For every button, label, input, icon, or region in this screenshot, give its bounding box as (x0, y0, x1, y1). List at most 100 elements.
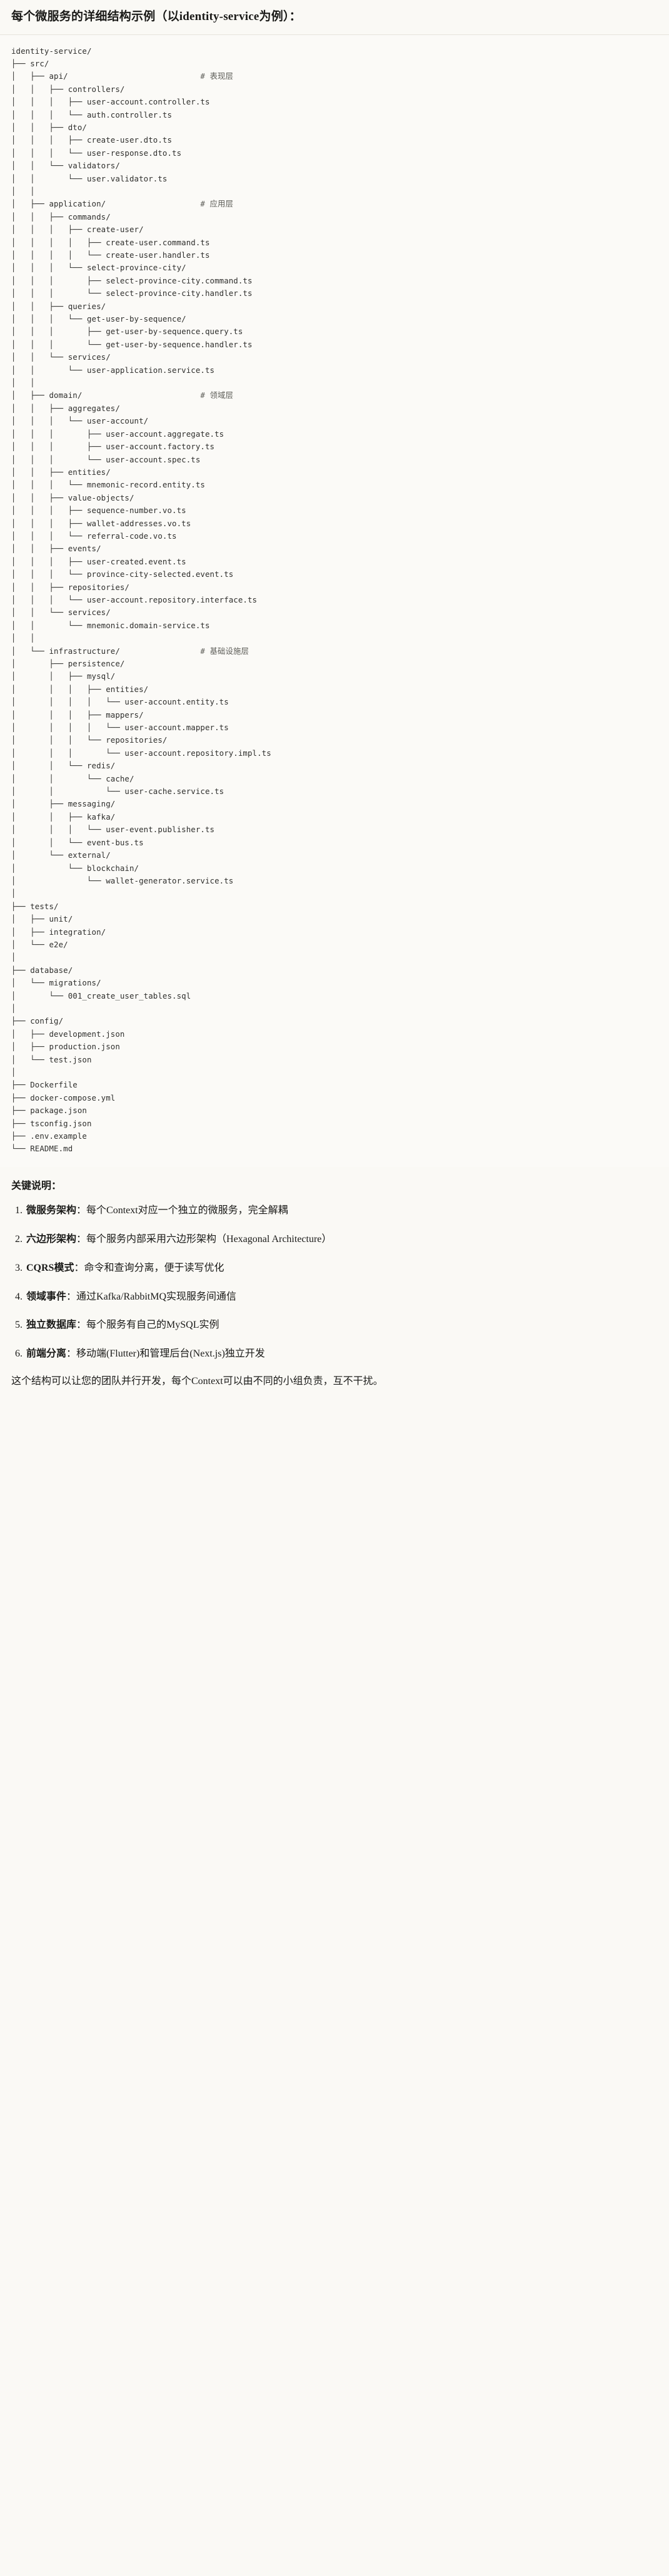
tree-line: │ │ (11, 633, 35, 643)
tree-line: ├── tsconfig.json (11, 1118, 92, 1128)
directory-tree: identity-service/ ├── src/ │ ├── api/ # … (11, 45, 658, 1156)
key-point-term: 六边形架构 (26, 1234, 77, 1245)
key-point-item: 前端分离：移动端(Flutter)和管理后台(Next.js)独立开发 (25, 1347, 658, 1362)
directory-tree-block: identity-service/ ├── src/ │ ├── api/ # … (0, 34, 669, 1167)
tree-line: └── README.md (11, 1144, 73, 1154)
key-point-term: CQRS模式 (26, 1262, 74, 1273)
tree-line: │ │ │ └── mnemonic-record.entity.ts (11, 480, 205, 490)
tree-line: │ │ │ └── repositories/ (11, 735, 168, 745)
key-point-desc: ：命令和查询分离，便于读写优化 (74, 1262, 224, 1273)
tree-line: │ │ │ ├── create-user.dto.ts (11, 135, 173, 145)
key-point-desc: ：每个Context对应一个独立的微服务，完全解耦 (76, 1205, 288, 1216)
tree-line: ├── config/ (11, 1016, 64, 1026)
tree-line: │ └── wallet-generator.service.ts (11, 875, 234, 885)
tree-line-path: │ ├── application/ (11, 199, 201, 209)
key-point-desc: ：通过Kafka/RabbitMQ实现服务间通信 (66, 1291, 236, 1302)
tree-line: ├── package.json (11, 1106, 87, 1116)
tree-line: ├── Dockerfile (11, 1080, 78, 1090)
key-point-item: 独立数据库：每个服务有自己的MySQL实例 (25, 1318, 658, 1333)
closing-paragraph: 这个结构可以让您的团队并行开发，每个Context可以由不同的小组负责，互不干扰… (11, 1376, 383, 1387)
tree-line: │ └── 001_create_user_tables.sql (11, 990, 191, 1000)
page-title: 每个微服务的详细结构示例（以identity-service为例）： (11, 10, 301, 23)
tree-line: │ │ ├── queries/ (11, 301, 106, 311)
tree-line: ├── .env.example (11, 1131, 87, 1141)
tree-line: │ └── e2e/ (11, 939, 68, 949)
tree-line: │ │ ├── repositories/ (11, 582, 129, 592)
tree-line: │ │ │ └── user-account.repository.impl.t… (11, 748, 271, 758)
tree-line: │ │ └── services/ (11, 352, 111, 362)
tree-line: │ │ │ └── user-account/ (11, 416, 149, 426)
tree-line: │ │ │ │ ├── create-user.command.ts (11, 237, 210, 247)
tree-line: │ │ ├── dto/ (11, 122, 87, 132)
tree-line: │ │ └── user-application.service.ts (11, 365, 215, 375)
tree-line: │ │ └── redis/ (11, 761, 116, 771)
tree-line: │ │ │ └── user-account.repository.interf… (11, 594, 258, 604)
tree-line: │ (11, 1067, 16, 1077)
tree-line: │ │ └── validators/ (11, 161, 120, 171)
tree-line: │ └── migrations/ (11, 978, 101, 988)
tree-line: │ │ │ ├── wallet-addresses.vo.ts (11, 518, 191, 528)
tree-line: │ │ │ └── get-user-by-sequence.handler.t… (11, 339, 253, 349)
tree-line: │ │ ├── events/ (11, 544, 101, 554)
title-divider (0, 34, 669, 35)
document-page: 每个微服务的详细结构示例（以identity-service为例）： ident… (0, 0, 669, 1407)
tree-line: │ │ └── user.validator.ts (11, 173, 168, 183)
tree-line: │ │ │ ├── mappers/ (11, 710, 144, 720)
tree-line: │ └── infrastructure/ # 基础设施层 (11, 646, 249, 656)
key-points-title: 关键说明： (11, 1180, 62, 1191)
tree-line: │ ├── persistence/ (11, 659, 125, 668)
key-point-term: 领域事件 (26, 1291, 67, 1302)
key-point-term: 独立数据库 (26, 1320, 77, 1331)
key-point-desc: ：每个服务内部采用六边形架构（Hexagonal Architecture） (76, 1234, 332, 1245)
tree-line: ├── docker-compose.yml (11, 1092, 116, 1102)
tree-line: │ │ │ └── get-user-by-sequence/ (11, 314, 186, 324)
tree-line: │ │ │ ├── user-created.event.ts (11, 556, 186, 566)
tree-line: │ │ │ ├── entities/ (11, 684, 149, 694)
tree-line-path: │ ├── domain/ (11, 390, 201, 400)
tree-line: │ │ │ └── select-province-city.handler.t… (11, 288, 253, 298)
tree-line: │ └── external/ (11, 850, 111, 860)
tree-line: │ ├── integration/ (11, 927, 106, 937)
tree-line: │ │ ├── mysql/ (11, 671, 116, 681)
tree-line: │ │ │ └── user-account.spec.ts (11, 454, 201, 464)
key-points-section: 关键说明： 微服务架构：每个Context对应一个独立的微服务，完全解耦六边形架… (0, 1167, 669, 1407)
tree-line: │ │ │ └── province-city-selected.event.t… (11, 569, 234, 579)
tree-line: │ │ │ ├── sequence-number.vo.ts (11, 506, 186, 516)
tree-line-comment: # 应用层 (200, 199, 233, 209)
tree-line: │ └── blockchain/ (11, 863, 139, 873)
tree-line: │ │ └── services/ (11, 608, 111, 618)
tree-line-path: │ ├── api/ (11, 71, 201, 81)
tree-line: ├── src/ (11, 58, 49, 68)
tree-line-path: │ └── infrastructure/ (11, 646, 201, 656)
tree-line: │ │ (11, 378, 35, 388)
key-point-item: 领域事件：通过Kafka/RabbitMQ实现服务间通信 (25, 1290, 658, 1305)
tree-line: │ └── test.json (11, 1054, 92, 1064)
tree-line: │ │ │ │ └── user-account.entity.ts (11, 697, 229, 707)
tree-line: │ │ │ ├── user-account.controller.ts (11, 97, 210, 107)
key-points-list: 微服务架构：每个Context对应一个独立的微服务，完全解耦六边形架构：每个服务… (11, 1203, 658, 1362)
key-point-term: 微服务架构 (26, 1205, 77, 1216)
tree-line: │ ├── unit/ (11, 914, 73, 924)
tree-line: │ │ │ │ └── create-user.handler.ts (11, 250, 210, 260)
tree-line: │ ├── domain/ # 领域层 (11, 390, 233, 400)
tree-line: │ │ │ └── auth.controller.ts (11, 109, 173, 120)
tree-line: │ │ ├── value-objects/ (11, 492, 134, 502)
tree-line: identity-service/ (11, 46, 92, 56)
tree-line: │ │ ├── controllers/ (11, 84, 125, 94)
key-point-item: 六边形架构：每个服务内部采用六边形架构（Hexagonal Architectu… (25, 1232, 658, 1248)
tree-line: │ │ │ ├── get-user-by-sequence.query.ts (11, 327, 243, 337)
tree-line: │ ├── development.json (11, 1029, 125, 1039)
tree-line: │ ├── api/ # 表现层 (11, 71, 233, 81)
tree-line: │ (11, 1003, 16, 1013)
tree-line: │ │ ├── aggregates/ (11, 403, 120, 413)
tree-line: │ │ └── mnemonic.domain-service.ts (11, 620, 210, 630)
tree-line: │ │ │ └── user-response.dto.ts (11, 148, 182, 158)
tree-line: │ │ │ ├── user-account.aggregate.ts (11, 429, 224, 439)
tree-line: │ │ └── user-cache.service.ts (11, 787, 224, 797)
key-point-item: 微服务架构：每个Context对应一个独立的微服务，完全解耦 (25, 1203, 658, 1219)
key-point-desc: ：移动端(Flutter)和管理后台(Next.js)独立开发 (66, 1348, 265, 1360)
tree-line: │ │ │ ├── user-account.factory.ts (11, 442, 215, 452)
tree-line: ├── database/ (11, 965, 73, 975)
tree-line: │ │ ├── commands/ (11, 211, 111, 221)
tree-line: │ │ │ └── select-province-city/ (11, 263, 186, 273)
